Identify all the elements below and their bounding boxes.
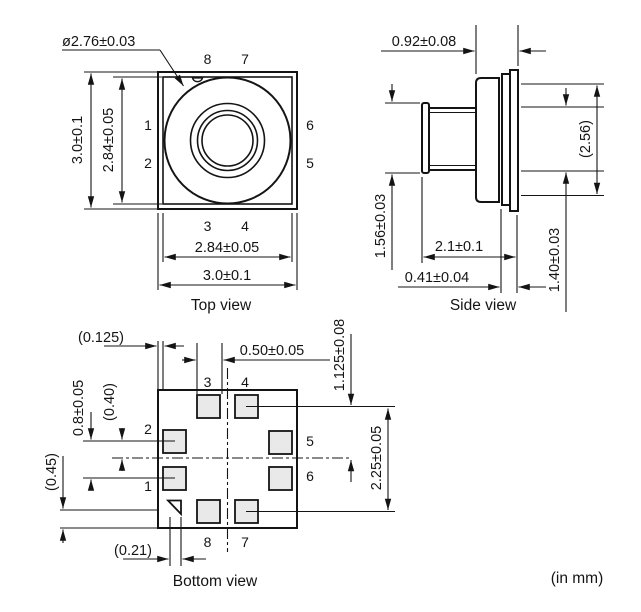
dimension-text: 0.8±0.05 <box>71 380 87 436</box>
pad-6 <box>268 466 293 491</box>
lid-notch-icon <box>191 77 204 83</box>
dim-top-outer-width: 3.0±0.1 <box>157 213 298 290</box>
pad-3 <box>196 394 221 419</box>
port-outer-circle <box>189 102 266 179</box>
dim-side-substrate-thickness: 0.41±0.04 <box>398 209 546 293</box>
dimension-text: (0.125) <box>78 330 124 346</box>
bottom-view-label: Bottom view <box>173 573 258 590</box>
dim-bottom-row-half-pitch: 1.125±0.08 <box>332 319 355 482</box>
pin-label-1: 1 <box>144 478 152 494</box>
dim-bottom-index-mark-width: (0.21) <box>114 517 206 566</box>
side-view: 0.92±0.08 1.56±0.03 2.1±0.1 0.41±0.04 <box>373 25 604 314</box>
top-view-pin-numbers: 8 7 1 2 6 5 3 4 <box>144 51 314 234</box>
dimension-text: 0.92±0.08 <box>392 34 456 50</box>
dimension-text: (0.45) <box>44 453 60 491</box>
pin-label-2: 2 <box>144 155 152 171</box>
dimension-text: 1.125±0.08 <box>332 319 348 391</box>
leader-line <box>159 49 184 87</box>
pin-label-4: 4 <box>241 374 249 390</box>
pin-label-5: 5 <box>306 433 314 449</box>
dim-bottom-pad-edge-gap: (0.125) <box>78 330 184 389</box>
port-flange-profile <box>421 102 430 174</box>
top-view-label: Top view <box>191 297 252 314</box>
dimension-text: (0.21) <box>114 543 152 559</box>
dim-bottom-row-pitch: 2.25±0.05 <box>369 408 392 510</box>
pin-label-3: 3 <box>204 374 212 390</box>
substrate-profile <box>501 73 511 206</box>
dimension-text: 2.84±0.05 <box>195 240 259 256</box>
dim-bottom-side-pad-half-pitch: (0.40) <box>102 383 126 471</box>
top-view: 8 7 1 2 6 5 3 4 3.0±0.1 2.84±0.05 2.84±0… <box>62 34 314 314</box>
dim-top-inner-height: 2.84±0.05 <box>101 76 162 205</box>
dimension-text: 0.50±0.05 <box>240 343 304 359</box>
pin-label-7: 7 <box>241 51 249 67</box>
side-view-label: Side view <box>450 297 517 314</box>
dimension-text: ø2.76±0.03 <box>62 34 135 50</box>
units-note: (in mm) <box>551 570 604 587</box>
pin-label-6: 6 <box>306 468 314 484</box>
pin-label-7: 7 <box>241 534 249 550</box>
dim-side-body-diameter: (2.56) <box>521 83 604 197</box>
bottom-view-pin-numbers: 3 4 2 1 5 6 8 7 <box>144 374 314 550</box>
dimension-text: 3.0±0.1 <box>70 116 86 164</box>
pin1-index-mark-icon <box>165 499 182 517</box>
dim-side-overall-length: 2.1±0.1 <box>421 177 518 293</box>
dim-lid-opening-diameter: ø2.76±0.03 <box>62 34 184 87</box>
pin-label-5: 5 <box>306 155 314 171</box>
dim-top-inner-width: 2.84±0.05 <box>162 213 293 262</box>
top-view-outer-outline <box>157 71 298 210</box>
dim-side-port-flange-diameter: 1.56±0.03 <box>373 84 420 270</box>
base-plate-profile <box>509 69 519 212</box>
dimension-text: 1.40±0.03 <box>547 228 563 292</box>
dim-bottom-pad-size: 0.50±0.05 <box>182 343 330 394</box>
pad-8 <box>196 499 221 524</box>
pin-label-2: 2 <box>144 421 152 437</box>
pin-label-1: 1 <box>144 117 152 133</box>
pin-label-6: 6 <box>306 117 314 133</box>
dim-bottom-side-pad-pitch: 0.8±0.05 <box>71 380 95 491</box>
port-ring-circle <box>196 109 259 172</box>
port-inner-circle <box>201 114 254 167</box>
dimension-text: (0.40) <box>102 383 118 421</box>
dimension-text: 0.41±0.04 <box>405 270 469 286</box>
pin-label-8: 8 <box>204 51 212 67</box>
lid-opening-circle <box>163 76 292 205</box>
dimension-text: 1.56±0.03 <box>373 194 389 258</box>
pin-label-3: 3 <box>204 218 212 234</box>
bottom-view: 3 4 2 1 5 6 8 7 (0.125) 0.50±0.05 0.8±0 <box>44 319 395 590</box>
pin-label-4: 4 <box>241 218 249 234</box>
dim-top-outer-height: 3.0±0.1 <box>70 71 157 210</box>
dim-side-head-length: 0.92±0.08 <box>381 25 546 74</box>
dimension-text: 2.84±0.05 <box>101 108 117 172</box>
dimension-text: 2.25±0.05 <box>369 426 385 490</box>
dimension-text: 3.0±0.1 <box>203 268 251 284</box>
dim-bottom-index-corner-offset: (0.45) <box>44 453 158 543</box>
port-tube-profile <box>428 107 477 171</box>
pin-label-8: 8 <box>204 534 212 550</box>
pad-leader-lines <box>83 405 395 513</box>
body-profile <box>475 77 500 203</box>
dimension-text: 2.1±0.1 <box>435 239 483 255</box>
dimension-text: (2.56) <box>578 120 594 158</box>
pad-5 <box>268 430 293 455</box>
